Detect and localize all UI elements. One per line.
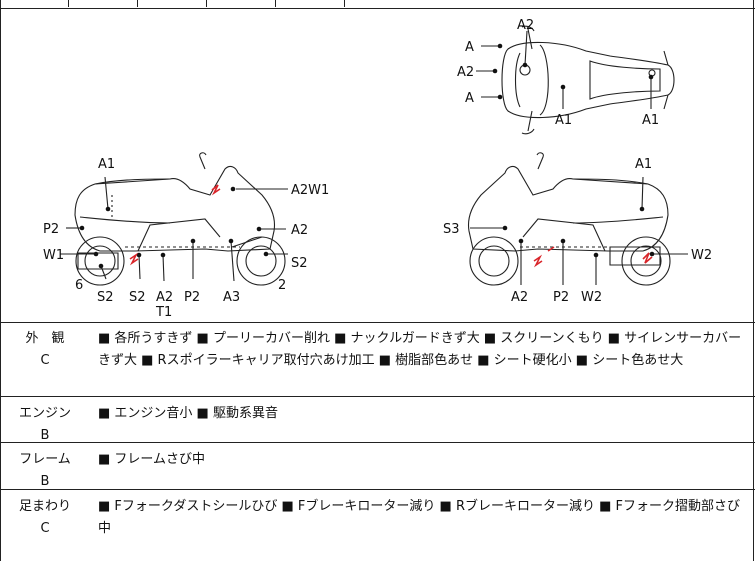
rank-label: C bbox=[40, 521, 50, 536]
scooter-left-view bbox=[60, 152, 288, 286]
label-left-s2-a: S2 bbox=[97, 290, 114, 305]
details-cell: ■ Fフォークダストシールひび ■ Fブレーキローター減り ■ Rブレーキロータ… bbox=[98, 499, 741, 536]
category-cell: 外 観 C bbox=[16, 328, 74, 372]
label-top-a2-middle: A2 bbox=[457, 65, 474, 80]
label-right-s3: S3 bbox=[443, 222, 460, 237]
damage-diagram: A2 A A2 A A1 A1 A1 A2W1 P2 A2 W1 S2 6 S2… bbox=[0, 8, 755, 323]
details-cell: ■ フレームさび中 bbox=[98, 452, 206, 467]
label-right-w2-bottom: W2 bbox=[581, 290, 602, 305]
category-cell: 足まわり C bbox=[16, 496, 74, 540]
category-label: フレーム bbox=[19, 452, 71, 467]
label-top-a-upper: A bbox=[465, 40, 474, 55]
label-left-p2: P2 bbox=[43, 222, 59, 237]
label-top-a2-upper: A2 bbox=[517, 18, 534, 33]
label-right-w2: W2 bbox=[691, 248, 712, 263]
details-cell: ■ 各所うすきず ■ プーリーカバー削れ ■ ナックルガードきず大 ■ スクリー… bbox=[98, 331, 742, 368]
table-row-exterior: 外 観 C ■ 各所うすきず ■ プーリーカバー削れ ■ ナックルガードきず大 … bbox=[0, 322, 755, 397]
label-left-s2-b: S2 bbox=[129, 290, 146, 305]
label-left-a3: A3 bbox=[223, 290, 240, 305]
label-left-6: 6 bbox=[75, 278, 83, 293]
inspection-table: 外 観 C ■ 各所うすきず ■ プーリーカバー削れ ■ ナックルガードきず大 … bbox=[0, 322, 755, 561]
scooter-diagram-svg: A2 A A2 A A1 A1 A1 A2W1 P2 A2 W1 S2 6 S2… bbox=[43, 18, 712, 320]
category-label: 外 観 bbox=[25, 331, 65, 346]
category-cell: フレーム B bbox=[16, 449, 74, 493]
damage-marks bbox=[129, 184, 653, 268]
label-left-a2w1: A2W1 bbox=[291, 183, 329, 198]
category-cell: エンジン B bbox=[16, 403, 74, 447]
top-table-strip bbox=[0, 0, 755, 8]
table-row-frame: フレーム B ■ フレームさび中 bbox=[0, 443, 755, 490]
label-right-a2-bottom: A2 bbox=[511, 290, 528, 305]
label-right-p2-bottom: P2 bbox=[553, 290, 569, 305]
label-left-w1: W1 bbox=[43, 248, 64, 263]
label-left-a2: A2 bbox=[291, 223, 308, 238]
details-cell: ■ エンジン音小 ■ 駆動系異音 bbox=[98, 406, 278, 421]
label-top-a1-left: A1 bbox=[555, 113, 572, 128]
rank-label: B bbox=[40, 474, 50, 489]
category-label: エンジン bbox=[18, 406, 71, 421]
table-row-suspension: 足まわり C ■ Fフォークダストシールひび ■ Fブレーキローター減り ■ R… bbox=[0, 490, 755, 561]
label-top-a-lower: A bbox=[465, 91, 474, 106]
label-left-p2-bottom: P2 bbox=[184, 290, 200, 305]
label-left-a2-bottom: A2 bbox=[156, 290, 173, 305]
label-top-a1-right: A1 bbox=[642, 113, 659, 128]
label-left-a1: A1 bbox=[98, 157, 115, 172]
label-left-2: 2 bbox=[278, 278, 286, 293]
label-left-t1: T1 bbox=[155, 305, 172, 320]
table-row-engine: エンジン B ■ エンジン音小 ■ 駆動系異音 bbox=[0, 397, 755, 443]
label-right-a1: A1 bbox=[635, 157, 652, 172]
rank-label: B bbox=[40, 428, 50, 443]
category-label: 足まわり bbox=[18, 499, 71, 514]
label-left-s2-right: S2 bbox=[291, 256, 308, 271]
scooter-right-view bbox=[467, 152, 688, 286]
rank-label: C bbox=[40, 353, 50, 368]
